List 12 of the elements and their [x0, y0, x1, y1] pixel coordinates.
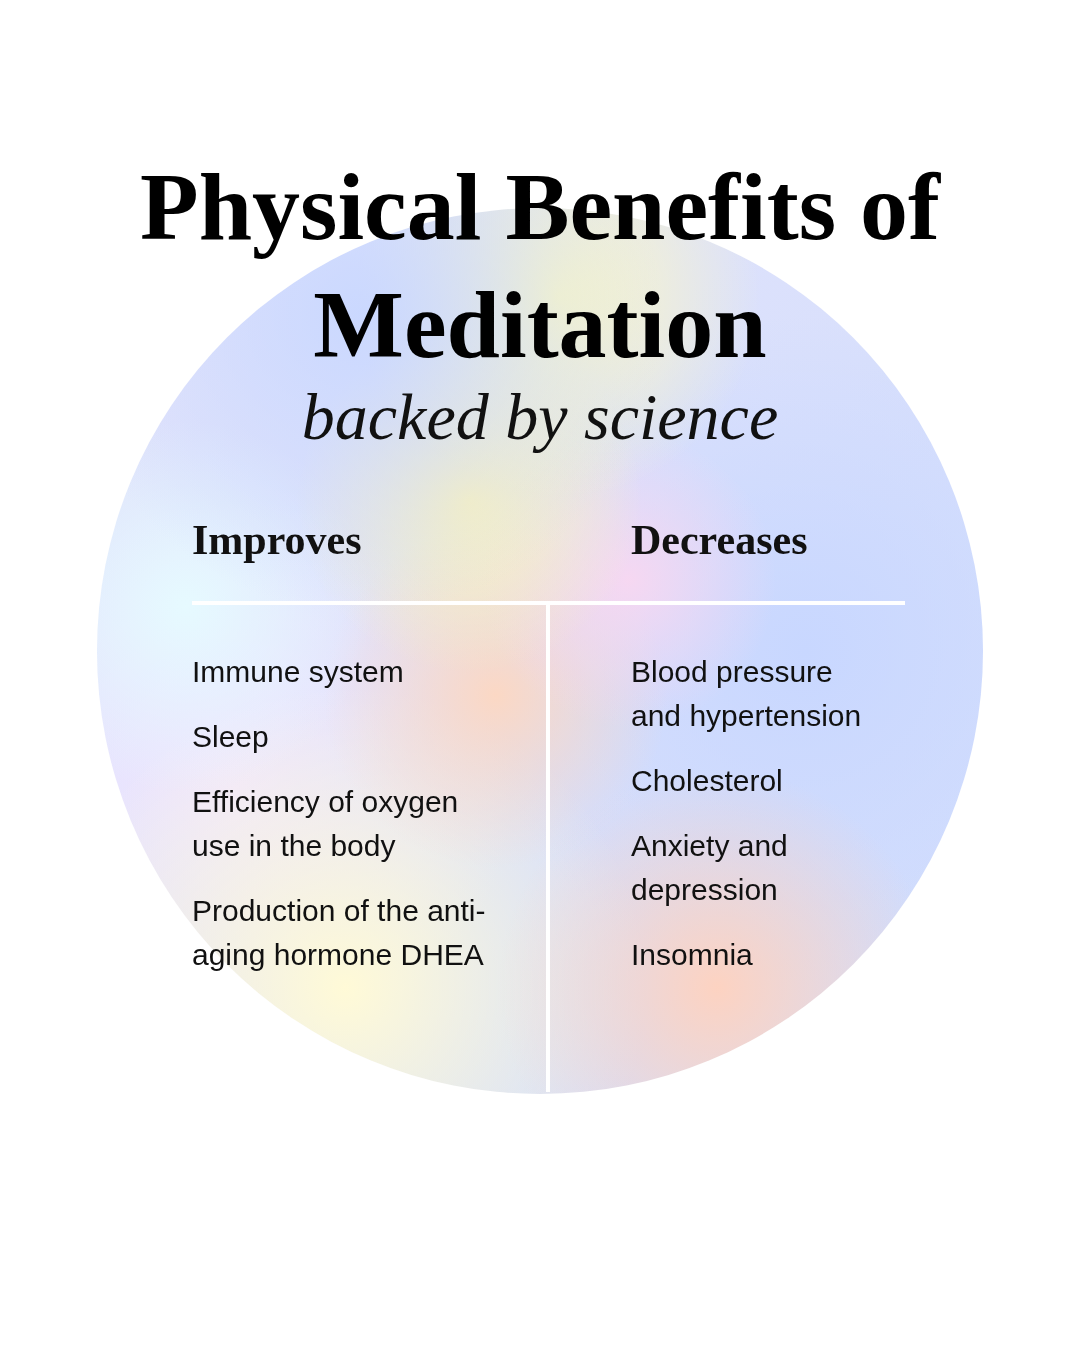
list-item: Production of the anti-aging hormone DHEA: [192, 893, 487, 973]
subtitle: backed by science: [300, 379, 780, 455]
column-heading: Decreases: [631, 516, 808, 565]
list-item: Immune system: [192, 654, 405, 690]
list-item: Insomnia: [631, 937, 754, 973]
list-item: Sleep: [192, 719, 270, 755]
list-item: Efficiency of oxygen use in the body: [192, 784, 460, 864]
list-item: Anxiety and depression: [631, 828, 789, 908]
column-heading: Improves: [192, 516, 362, 565]
list-item: Cholesterol: [631, 763, 784, 799]
title: Physical Benefits of Meditation: [140, 152, 940, 380]
list-item: Blood pressure and hypertension: [631, 654, 863, 734]
